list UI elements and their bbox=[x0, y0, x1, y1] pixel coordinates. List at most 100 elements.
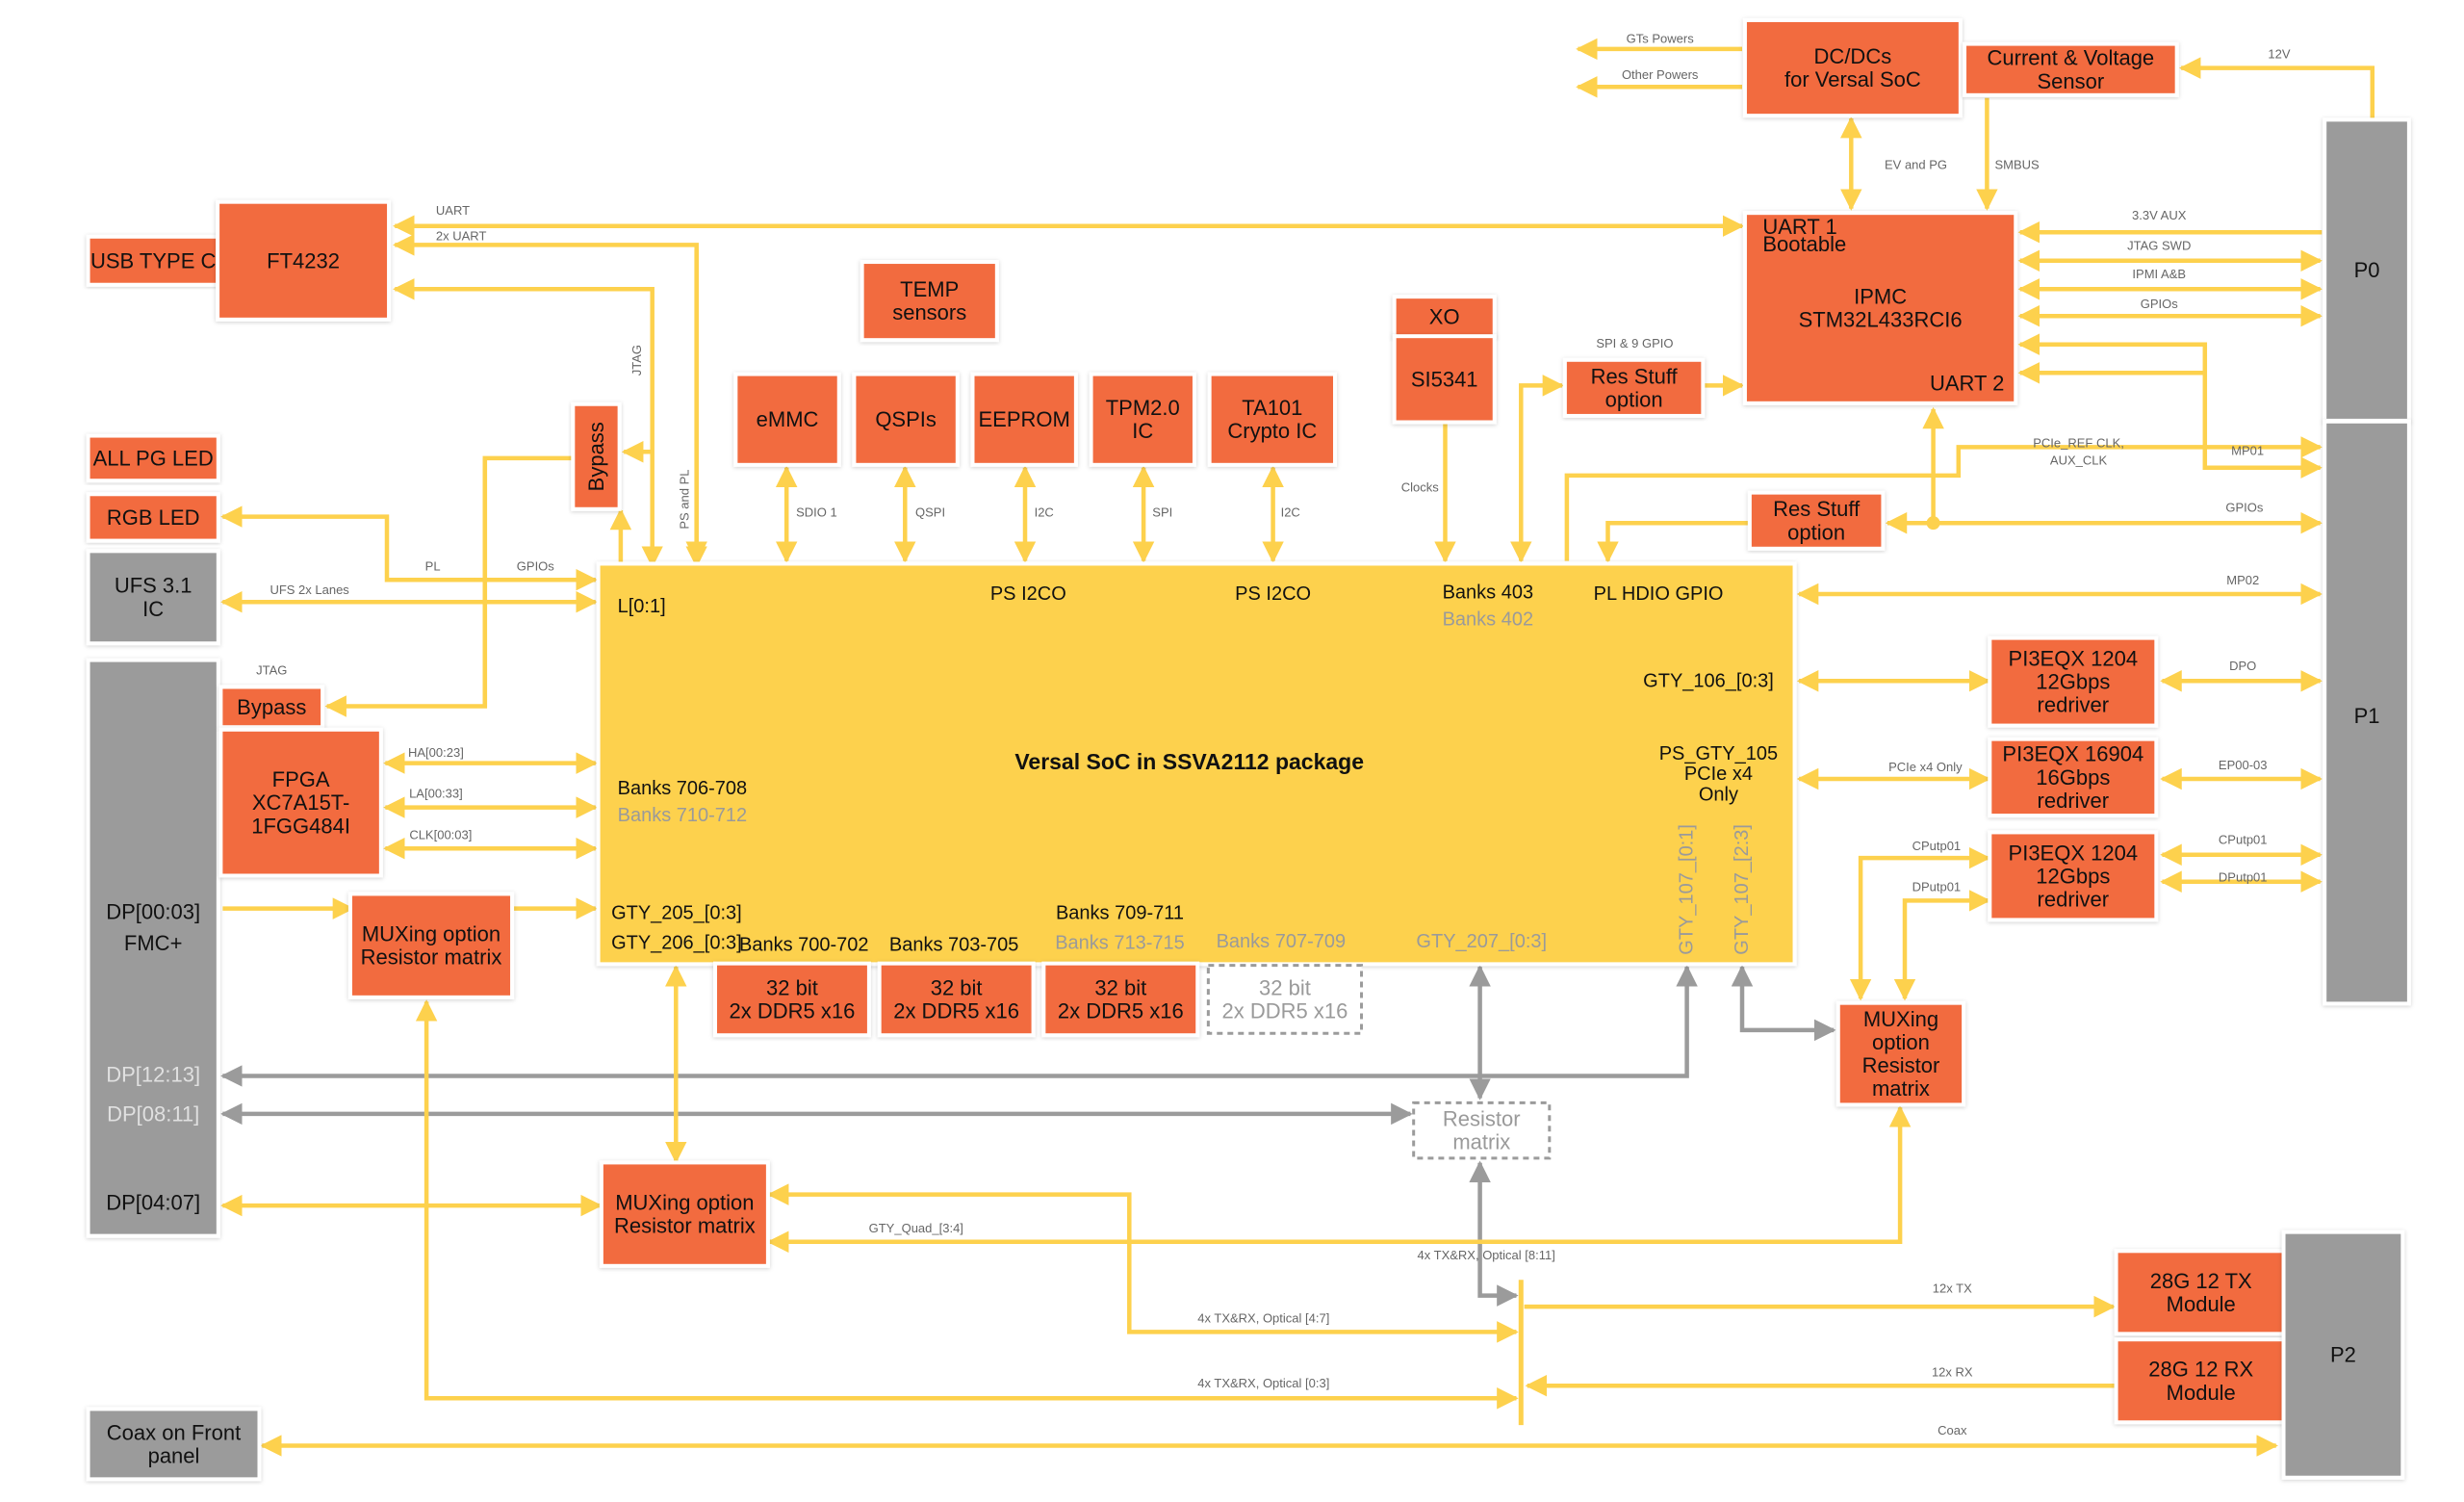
block-label: FPGA bbox=[272, 767, 330, 791]
connection-label-smbus: SMBUS bbox=[1994, 158, 2040, 172]
block-fill bbox=[1396, 338, 1493, 421]
connection-label-dputp-r: DPutp01 bbox=[2219, 870, 2268, 885]
block-fill bbox=[1566, 361, 1702, 414]
block-label: RGB LED bbox=[107, 505, 200, 530]
connection-label-dpo: DPO bbox=[2229, 659, 2256, 673]
soc-label-gty205: GTY_205_[0:3] bbox=[611, 902, 742, 923]
block-fill bbox=[2326, 121, 2407, 419]
connection-label-cputp-l: CPutp01 bbox=[1912, 839, 1962, 853]
connection-label-ev-pg: EV and PG bbox=[1885, 158, 1947, 172]
soc-label-banks-713: Banks 713-715 bbox=[1055, 933, 1185, 954]
block-fill bbox=[1092, 376, 1193, 463]
block-label: PI3EQX 1204 bbox=[2009, 841, 2139, 865]
connection-label-v12: 12V bbox=[2268, 47, 2290, 62]
block-label: matrix bbox=[1452, 1130, 1510, 1154]
soc-label-banks-402: Banks 402 bbox=[1443, 609, 1534, 630]
connection-label-mp01: MP01 bbox=[2231, 444, 2264, 458]
block-fill bbox=[1045, 965, 1196, 1034]
connection-label-gpios-p0: GPIOs bbox=[2141, 297, 2179, 311]
soc-label-banks-706: Banks 706-708 bbox=[618, 778, 748, 799]
connection-label-jtag-left: JTAG bbox=[256, 663, 287, 678]
block-fill bbox=[90, 661, 217, 1234]
connection-label-rx12: 12x RX bbox=[1932, 1364, 1973, 1379]
xo-block: XO bbox=[1392, 295, 1497, 339]
block-fill bbox=[881, 965, 1032, 1034]
soc-label-l01: L[0:1] bbox=[618, 596, 666, 617]
block-label: Res Stuff bbox=[1591, 364, 1679, 388]
connection-label-jtag-top: JTAG bbox=[629, 345, 644, 376]
soc-label-gty107b: GTY_107_[2:3] bbox=[1732, 824, 1753, 955]
block-label: sensors bbox=[892, 300, 966, 324]
connection-label-aux33: 3.3V AUX bbox=[2132, 208, 2187, 222]
tpm-block: TPM2.0IC bbox=[1089, 372, 1196, 467]
connection-label-qspi: QSPI bbox=[915, 505, 945, 520]
block-fill bbox=[90, 553, 217, 642]
connections-layer bbox=[220, 38, 2375, 1457]
soc-label-title: Versal SoC in SSVA2112 package bbox=[1014, 749, 1364, 774]
connection-label-opt811: 4x TX&RX, Optical [8:11] bbox=[1418, 1248, 1555, 1262]
soc-label-banks-703: Banks 703-705 bbox=[889, 934, 1019, 955]
connection-label-mp02: MP02 bbox=[2226, 573, 2259, 587]
block-label: Resistor bbox=[1862, 1053, 1940, 1077]
connection-label-opt03: 4x TX&RX, Optical [0:3] bbox=[1197, 1376, 1329, 1390]
connection-bypass-top-out bbox=[324, 455, 572, 717]
block-fill bbox=[222, 731, 379, 874]
block-label: 28G 12 TX bbox=[2150, 1269, 2252, 1293]
bypass-top-block: Bypass bbox=[571, 401, 622, 511]
block-fill bbox=[2118, 1253, 2284, 1333]
block-label: STM32L433RCI6 bbox=[1799, 308, 1963, 332]
block-frame bbox=[1206, 964, 1364, 1035]
connection-mp01 bbox=[2017, 333, 2323, 479]
connection-opt47 bbox=[766, 1183, 1519, 1343]
connection-label-pcie-x4: PCIe x4 Only bbox=[1888, 760, 1963, 774]
soc-label-banks-700: Banks 700-702 bbox=[739, 934, 869, 955]
connection-label-other-powers: Other Powers bbox=[1622, 67, 1699, 82]
block-fill bbox=[90, 238, 217, 283]
block-label: XC7A15T- bbox=[252, 790, 350, 815]
block-label: P0 bbox=[2354, 258, 2380, 282]
soc-label-ps-gty105-3: Only bbox=[1699, 784, 1738, 805]
connection-jtag-ft bbox=[393, 278, 663, 568]
block-label: TEMP bbox=[900, 277, 959, 301]
connection-label-gty-quad: GTY_Quad_[3:4] bbox=[869, 1221, 963, 1235]
connection-label-ipmi: IPMI A&B bbox=[2132, 267, 2186, 281]
soc-label-banks-707: Banks 707-709 bbox=[1217, 931, 1347, 952]
block-label: panel bbox=[148, 1443, 200, 1467]
block-label: 32 bit bbox=[931, 975, 983, 999]
block-fill bbox=[1751, 494, 1882, 547]
block-label: TPM2.0 bbox=[1106, 396, 1180, 420]
block-label: EEPROM bbox=[979, 407, 1070, 431]
connection-label-jtag-swd: JTAG SWD bbox=[2127, 238, 2191, 252]
block-label: Res Stuff bbox=[1773, 497, 1861, 521]
block-fill bbox=[1991, 834, 2155, 919]
block-fill bbox=[90, 496, 217, 539]
ipmc-uart1-label: Bootable bbox=[1762, 232, 1846, 256]
qspi-block: QSPIs bbox=[852, 372, 960, 467]
block-fill bbox=[1991, 740, 2155, 815]
block-label: redriver bbox=[2038, 888, 2110, 912]
block-label: Crypto IC bbox=[1227, 419, 1317, 443]
block-fill bbox=[1746, 215, 2015, 401]
connection-label-coax: Coax bbox=[1938, 1423, 1967, 1437]
block-fill bbox=[1991, 639, 2155, 724]
emmc-block: eMMC bbox=[733, 372, 841, 467]
block-label: option bbox=[1605, 387, 1663, 411]
block-fill bbox=[575, 405, 618, 507]
block-label: eMMC bbox=[757, 407, 819, 431]
block-fill bbox=[90, 437, 217, 479]
ipmc-uart2-label: UART 2 bbox=[1930, 371, 2004, 395]
connection-muxl-up bbox=[415, 999, 1519, 1410]
block-label: Resistor bbox=[1443, 1107, 1521, 1131]
block-label: PI3EQX 16904 bbox=[2002, 742, 2143, 766]
soc-label-pl-hdio: PL HDIO GPIO bbox=[1594, 583, 1724, 605]
block-fill bbox=[1966, 45, 2175, 93]
